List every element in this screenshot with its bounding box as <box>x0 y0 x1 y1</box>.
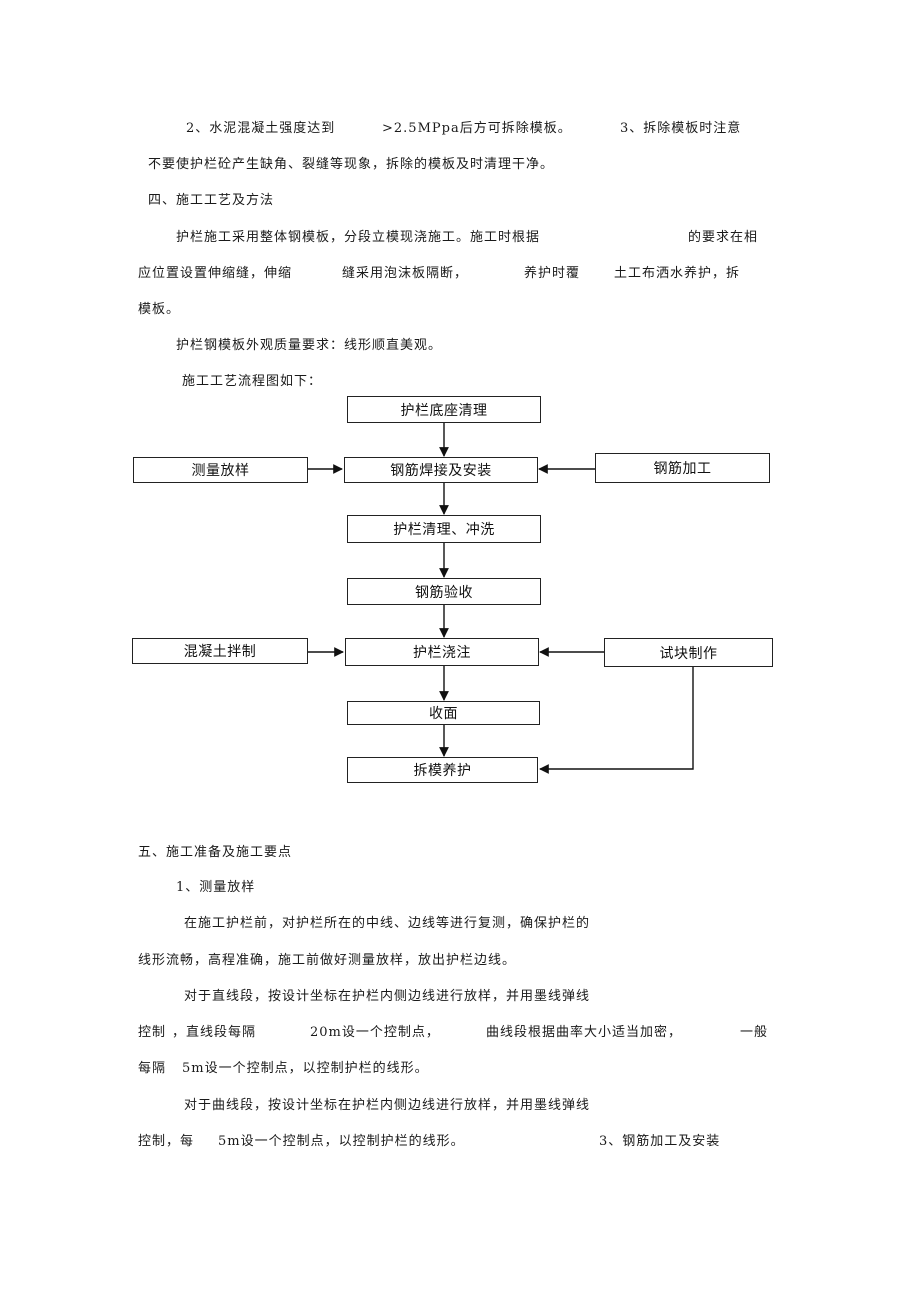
text-line: 应位置设置伸缩缝，伸缩 <box>138 266 293 281</box>
text-line: 3、拆除模板时注意 <box>620 121 742 136</box>
flow-node-concrete-mixing: 混凝土拌制 <box>132 638 308 664</box>
flow-node-guardrail-pouring: 护栏浇注 <box>345 638 539 666</box>
text-line: 的要求在相 <box>688 230 759 245</box>
section-heading: 四、施工工艺及方法 <box>148 193 275 208</box>
text-line: 土工布洒水养护，拆 <box>614 266 741 281</box>
text-line: 对于直线段，按设计坐标在护栏内侧边线进行放样，并用墨线弹线 <box>184 989 591 1004</box>
text-line: 缝采用泡沫板隔断， <box>342 266 469 281</box>
flow-node-cleaning-flushing: 护栏清理、冲洗 <box>347 515 541 543</box>
text-line: 施工工艺流程图如下： <box>182 374 323 389</box>
flow-node-label: 护栏底座清理 <box>400 402 488 419</box>
text-line: 控制，每 <box>138 1134 195 1149</box>
flow-node-label: 收面 <box>429 706 458 722</box>
subsection-heading: 1、测量放样 <box>176 880 256 895</box>
flow-node-label: 钢筋加工 <box>653 461 712 477</box>
text-line: 护栏施工采用整体钢模板，分段立模现浇施工。施工时根据 <box>176 230 541 245</box>
text-line: 模板。 <box>138 302 181 317</box>
flow-node-survey-layout: 测量放样 <box>133 457 308 483</box>
flow-node-label: 测量放样 <box>191 463 250 479</box>
text-line: 20m设一个控制点， <box>310 1025 440 1040</box>
text-line: 护栏钢模板外观质量要求：线形顺直美观。 <box>176 338 443 353</box>
text-line: 一般 <box>740 1025 769 1040</box>
text-line: 每隔 <box>138 1061 167 1076</box>
text-line: 在施工护栏前，对护栏所在的中线、边线等进行复测，确保护栏的 <box>184 916 591 931</box>
text-line: 对于曲线段，按设计坐标在护栏内侧边线进行放样，并用墨线弹线 <box>184 1098 591 1113</box>
text-line: 2、水泥混凝土强度达到 <box>186 121 336 136</box>
text-line: 5m设一个控制点，以控制护栏的线形。 <box>218 1134 465 1149</box>
text-line: 线形流畅，高程准确，施工前做好测量放样，放出护栏边线。 <box>138 953 517 968</box>
arrow-n9-n11 <box>539 667 694 774</box>
flow-node-demolding-curing: 拆模养护 <box>347 757 538 783</box>
text-line: 养护时覆 <box>524 266 581 281</box>
text-line: 5m设一个控制点，以控制护栏的线形。 <box>182 1061 429 1076</box>
flow-node-test-block: 试块制作 <box>604 638 773 667</box>
text-line: 3、钢筋加工及安装 <box>599 1134 721 1149</box>
section-heading: 五、施工准备及施工要点 <box>138 845 293 860</box>
text-line: 控制 <box>138 1025 167 1040</box>
flow-node-guardrail-base-cleaning: 护栏底座清理 <box>347 396 541 423</box>
text-line: >2.5MPpa后方可拆除模板。 <box>382 121 572 136</box>
text-line: 曲线段根据曲率大小适当加密， <box>486 1025 683 1040</box>
flow-node-label: 试块制作 <box>659 645 718 662</box>
flow-node-rebar-welding: 钢筋焊接及安装 <box>344 457 538 483</box>
flow-node-label: 拆模养护 <box>413 763 472 779</box>
text-line: ，直线段每隔 <box>172 1025 257 1040</box>
flow-node-label: 护栏浇注 <box>413 645 471 661</box>
flow-node-rebar-processing: 钢筋加工 <box>595 453 770 483</box>
flow-node-rebar-inspection: 钢筋验收 <box>347 578 541 605</box>
text-line: 不要使护栏砼产生缺角、裂缝等现象，拆除的模板及时清理干净。 <box>148 157 555 172</box>
flow-node-label: 护栏清理、冲洗 <box>393 522 495 538</box>
flow-node-label: 钢筋验收 <box>415 584 473 601</box>
flow-node-surface-finishing: 收面 <box>347 701 540 725</box>
flow-node-label: 钢筋焊接及安装 <box>390 463 492 479</box>
flow-node-label: 混凝土拌制 <box>183 644 257 660</box>
